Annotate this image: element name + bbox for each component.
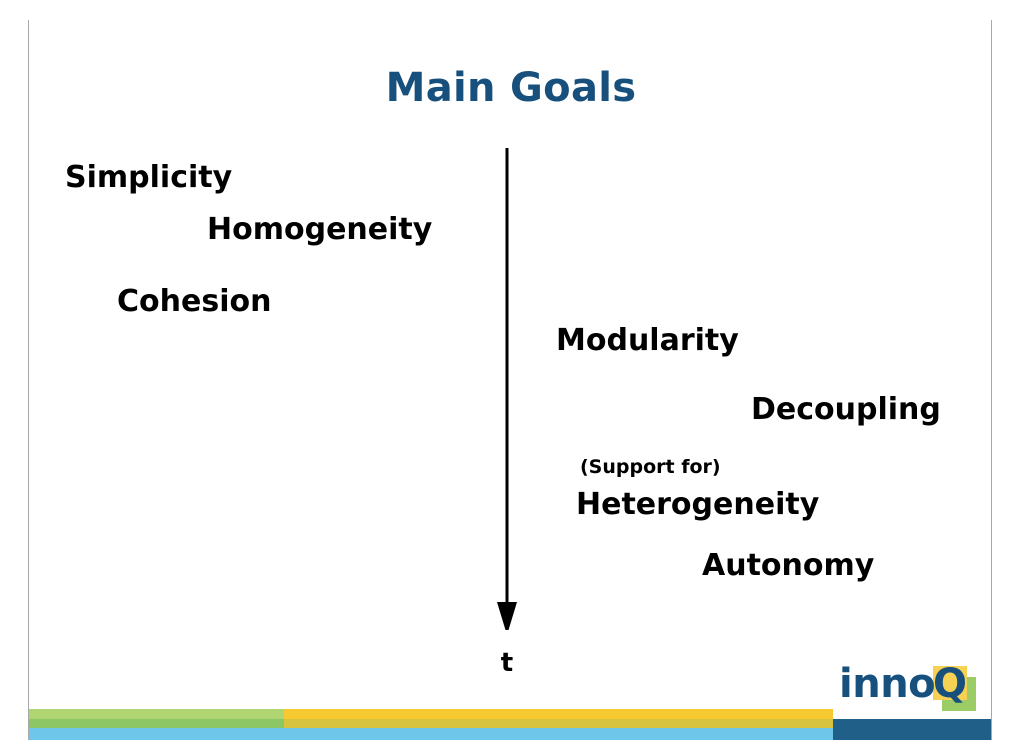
footer-stripes xyxy=(29,709,991,740)
goal-label-homogeneity: Homogeneity xyxy=(207,212,433,247)
logo-yellow-square xyxy=(933,666,967,700)
stripe-top-yellow xyxy=(284,709,833,719)
goal-label-autonomy: Autonomy xyxy=(702,548,875,583)
goal-label-support-for: (Support for) xyxy=(580,456,721,478)
stripe-bottom-cyan xyxy=(29,728,833,740)
stripe-top-white xyxy=(833,709,991,719)
goal-label-simplicity: Simplicity xyxy=(65,160,233,195)
footer-stripe-row-bottom xyxy=(29,728,991,740)
time-axis-label: t xyxy=(500,648,514,678)
stripe-middle-green xyxy=(29,719,284,728)
stripe-middle-yellow xyxy=(284,719,833,728)
innoq-logo: inno Q xyxy=(839,659,984,715)
goal-label-cohesion: Cohesion xyxy=(117,284,272,319)
footer-stripe-row-top xyxy=(29,709,991,719)
logo-wordmark: inno xyxy=(839,661,936,707)
goal-label-modularity: Modularity xyxy=(556,323,739,358)
logo-q-letter: Q xyxy=(933,661,968,707)
stripe-bottom-blue xyxy=(833,728,991,740)
goal-label-heterogeneity: Heterogeneity xyxy=(576,487,820,522)
stripe-top-green xyxy=(29,709,284,719)
footer-stripe-row-middle xyxy=(29,719,991,728)
goal-label-decoupling: Decoupling xyxy=(751,392,941,427)
stripe-middle-blue xyxy=(833,719,991,728)
time-arrow-icon xyxy=(497,148,517,630)
page-title: Main Goals xyxy=(385,65,637,111)
